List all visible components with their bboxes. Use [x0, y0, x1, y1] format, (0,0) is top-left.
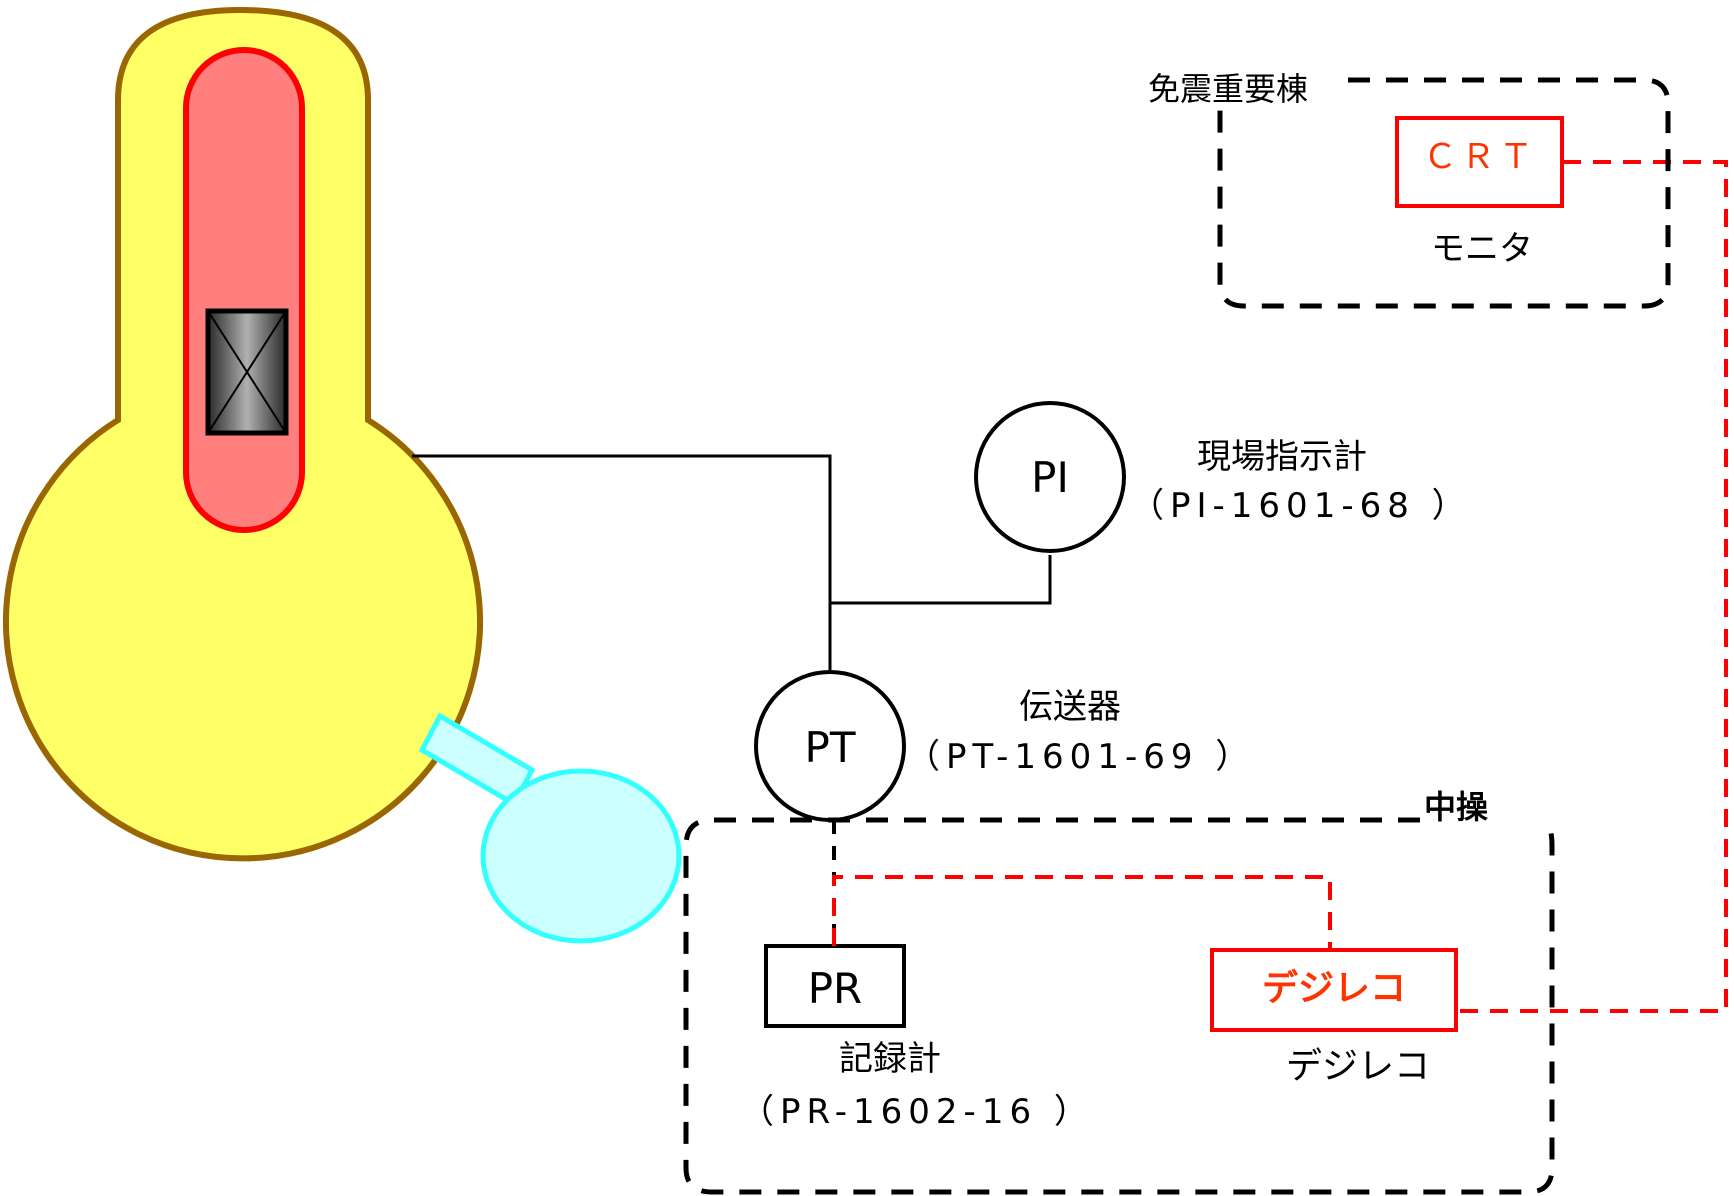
monitor-caption: モニタ	[1431, 229, 1533, 269]
local-indicator-title: 現場指示計	[1197, 437, 1367, 477]
digirec-caption: デジレコ	[1286, 1046, 1430, 1087]
impulse-lines	[412, 454, 1052, 672]
valve-icon	[205, 308, 289, 436]
reactor-core	[183, 47, 305, 533]
pr-recorder	[764, 944, 906, 1028]
transmitter-title: 伝送器	[1019, 687, 1121, 727]
control-room-label: 中操	[1424, 788, 1488, 826]
suppression-pool	[480, 768, 682, 944]
pr-symbol: PR	[808, 964, 863, 1013]
pi-symbol: PI	[1031, 453, 1069, 502]
pi-gauge	[974, 401, 1126, 553]
recorder-tag: （PR-1602-16 ）	[740, 1092, 1094, 1132]
crt-label: ＣＲＴ	[1423, 137, 1537, 177]
digital-signal-lines	[832, 160, 1728, 1013]
digirec-box	[1210, 948, 1458, 1032]
crt-box	[1395, 116, 1564, 208]
recorder-title: 記録計	[839, 1039, 941, 1079]
seismic-building-label: 免震重要棟	[1148, 70, 1308, 108]
local-indicator-tag: （PI-1601-68 ）	[1130, 486, 1472, 526]
transmitter-tag: （PT-1601-69 ）	[906, 737, 1255, 777]
suppression-pipe	[418, 712, 536, 808]
control-room-boundary	[683, 817, 1555, 1195]
seismic-building-boundary	[1217, 77, 1671, 309]
pt-symbol: PT	[805, 723, 856, 772]
digirec-box-label: デジレコ	[1262, 967, 1406, 1009]
